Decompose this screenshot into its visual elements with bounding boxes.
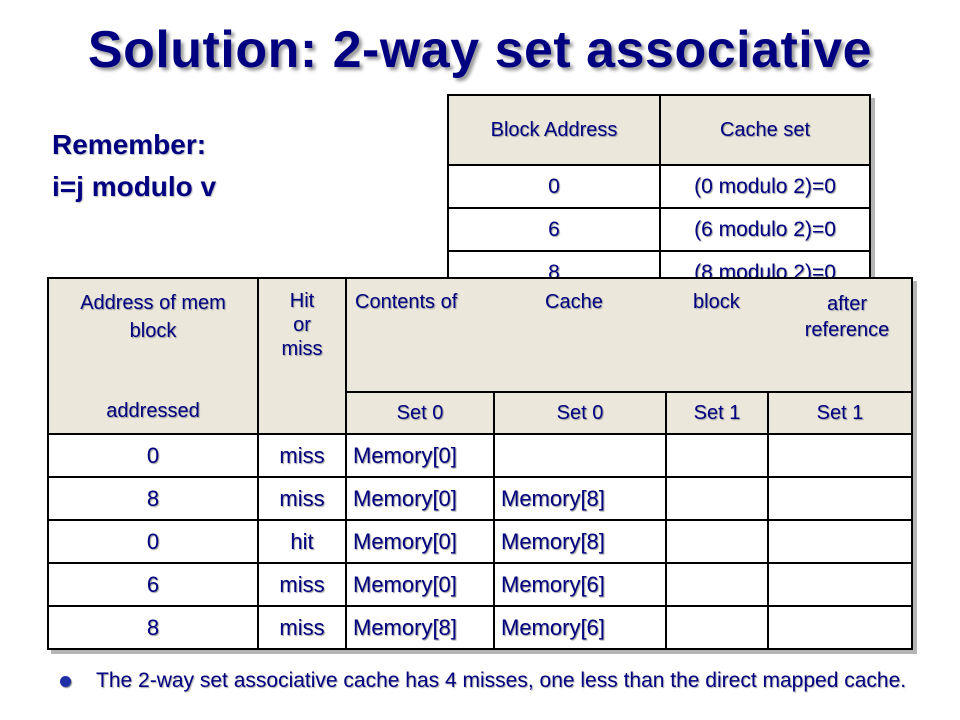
remember-label: Remember: [52, 129, 207, 160]
set0-way0-cell: Memory[0] [345, 519, 495, 564]
address-cell: 8 [47, 476, 259, 521]
set1-way1-cell [767, 433, 913, 478]
set1-way0-cell [665, 519, 769, 564]
result-cell: miss [257, 605, 347, 650]
set1-way1-cell [767, 605, 913, 650]
block-address-cell: 0 [447, 164, 661, 209]
table-row: 8 miss Memory[8] Memory[6] [47, 605, 913, 650]
set1-way1-cell [767, 476, 913, 521]
set0-way1-cell: Memory[6] [493, 562, 667, 607]
address-cell: 8 [47, 605, 259, 650]
result-cell: miss [257, 433, 347, 478]
or-header-word: or [293, 314, 311, 336]
set1-way0-cell [665, 562, 769, 607]
table-row: 8 miss Memory[0] Memory[8] [47, 476, 913, 521]
set0-way1-cell [493, 433, 667, 478]
set-header: Set 0 [493, 391, 667, 435]
contents-word-1: Contents of [355, 291, 458, 313]
set-header: Set 0 [345, 391, 495, 435]
address-cell: 6 [47, 562, 259, 607]
summary-bullet: The 2-way set associative cache has 4 mi… [60, 669, 946, 693]
set1-way0-cell [665, 433, 769, 478]
miss-header-word: miss [281, 338, 323, 360]
table-row: 0 (0 modulo 2)=0 [447, 164, 871, 209]
set0-way0-cell: Memory[0] [345, 476, 495, 521]
set0-way0-cell: Memory[0] [345, 433, 495, 478]
address-cell: 0 [47, 519, 259, 564]
trace-header-row: Address of mem block addressed Hit or mi… [47, 277, 913, 435]
cache-set-header-row: Block Address Cache set [447, 94, 871, 166]
cache-set-header: Cache set [659, 94, 871, 166]
set1-way0-cell [665, 605, 769, 650]
contents-word-4: after reference [804, 293, 890, 341]
cache-set-table: Block Address Cache set 0 (0 modulo 2)=0… [447, 94, 871, 295]
address-header-top: Address of mem block [80, 292, 226, 342]
address-header: Address of mem block addressed [47, 277, 259, 435]
set1-way1-cell [767, 562, 913, 607]
hit-miss-header: Hit or miss [257, 277, 347, 435]
slide-title: Solution: 2-way set associative [87, 21, 873, 79]
set-header-row: Set 0 Set 0 Set 1 Set 1 [48, 391, 913, 435]
set0-way1-cell: Memory[8] [493, 519, 667, 564]
remember-formula: i=j modulo v [52, 171, 217, 202]
set0-way0-cell: Memory[8] [345, 605, 495, 650]
contents-word-3: block [693, 291, 740, 313]
set0-way0-cell: Memory[0] [345, 562, 495, 607]
set-header: Set 1 [665, 391, 769, 435]
block-address-cell: 6 [447, 207, 661, 252]
address-cell: 0 [47, 433, 259, 478]
result-cell: miss [257, 476, 347, 521]
table-row: 0 miss Memory[0] [47, 433, 913, 478]
cache-trace-table: Address of mem block addressed Hit or mi… [47, 277, 913, 650]
set0-way1-cell: Memory[6] [493, 605, 667, 650]
table-row: 6 (6 modulo 2)=0 [447, 207, 871, 252]
hit-header-word: Hit [289, 290, 315, 312]
table-row: 0 hit Memory[0] Memory[8] [47, 519, 913, 564]
address-header-bottom: addressed [106, 400, 200, 422]
cache-set-cell: (0 modulo 2)=0 [659, 164, 871, 209]
block-address-header: Block Address [447, 94, 661, 166]
result-cell: miss [257, 562, 347, 607]
set1-way1-cell [767, 519, 913, 564]
cache-set-cell: (6 modulo 2)=0 [659, 207, 871, 252]
bullet-dot-icon [60, 676, 71, 687]
set-header: Set 1 [767, 391, 913, 435]
table-row: 6 miss Memory[0] Memory[6] [47, 562, 913, 607]
contents-word-2: Cache [545, 291, 603, 313]
set0-way1-cell: Memory[8] [493, 476, 667, 521]
contents-header: Contents of Cache block after reference [345, 277, 913, 393]
set1-way0-cell [665, 476, 769, 521]
result-cell: hit [257, 519, 347, 564]
summary-text: The 2-way set associative cache has 4 mi… [96, 669, 907, 692]
remember-note: Remember: i=j modulo v [52, 124, 216, 208]
